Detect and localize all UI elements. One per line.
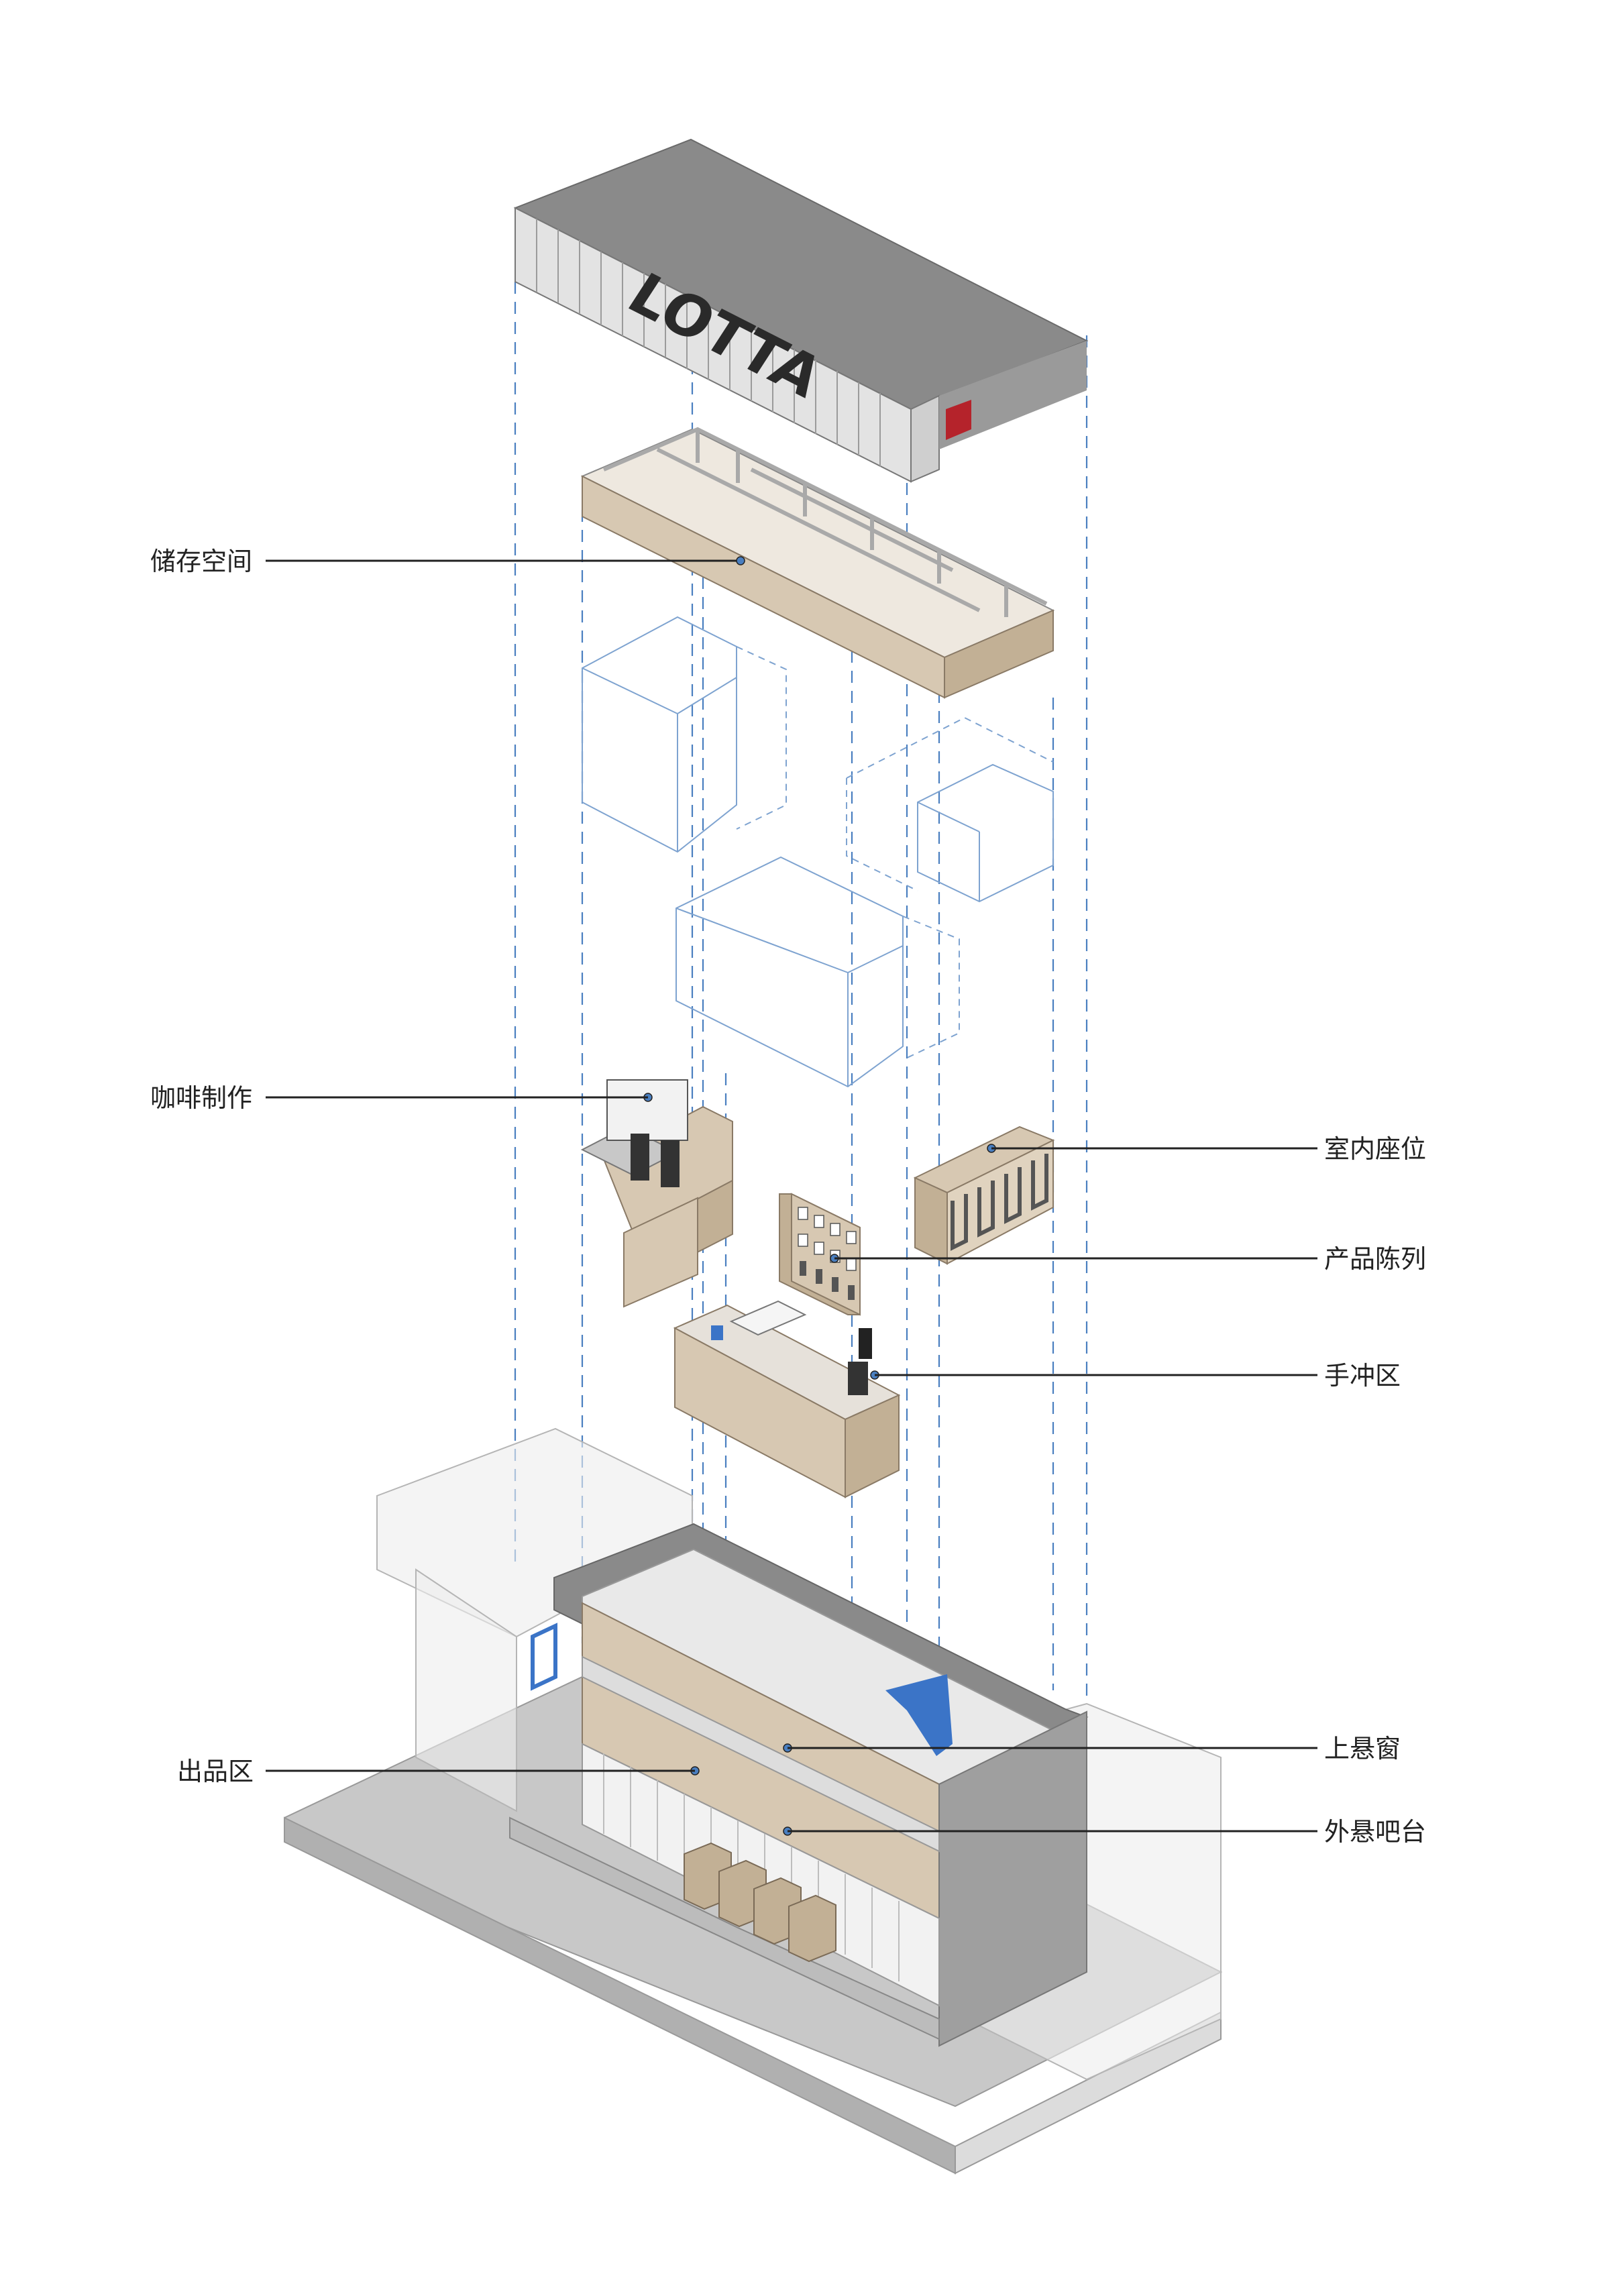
label-storage: 储存空间 — [150, 547, 252, 576]
top-hung-window-frame — [582, 1655, 940, 1853]
espresso-machine — [606, 1079, 688, 1141]
label-coffee-making: 咖啡制作 — [150, 1083, 252, 1113]
label-indoor-seating: 室内座位 — [1324, 1134, 1426, 1164]
kiosk-assembly — [509, 1523, 1089, 2047]
red-accent-panel — [946, 400, 971, 440]
product-display-unit — [779, 1193, 861, 1316]
roof-signage-block: LOTTA — [513, 138, 1089, 483]
blue-logo-panel — [885, 1674, 953, 1756]
indoor-seating-unit — [913, 1126, 1055, 1265]
step-platform — [509, 1816, 940, 2040]
label-product-display: 产品陈列 — [1324, 1244, 1426, 1274]
label-hanging-bar: 外悬吧台 — [1324, 1817, 1426, 1847]
bar-stools — [684, 1842, 836, 1963]
callouts — [266, 559, 1317, 1833]
label-top-hung-window: 上悬窗 — [1324, 1734, 1401, 1763]
pour-over-counter — [673, 1300, 901, 1498]
label-pickup: 出品区 — [177, 1757, 254, 1786]
coffee-making-unit — [580, 1079, 733, 1308]
storage-frame — [580, 427, 1055, 699]
ghost-volumes — [582, 616, 1054, 1088]
wall-sign — [531, 1623, 557, 1691]
label-pour-over: 手冲区 — [1324, 1361, 1401, 1390]
